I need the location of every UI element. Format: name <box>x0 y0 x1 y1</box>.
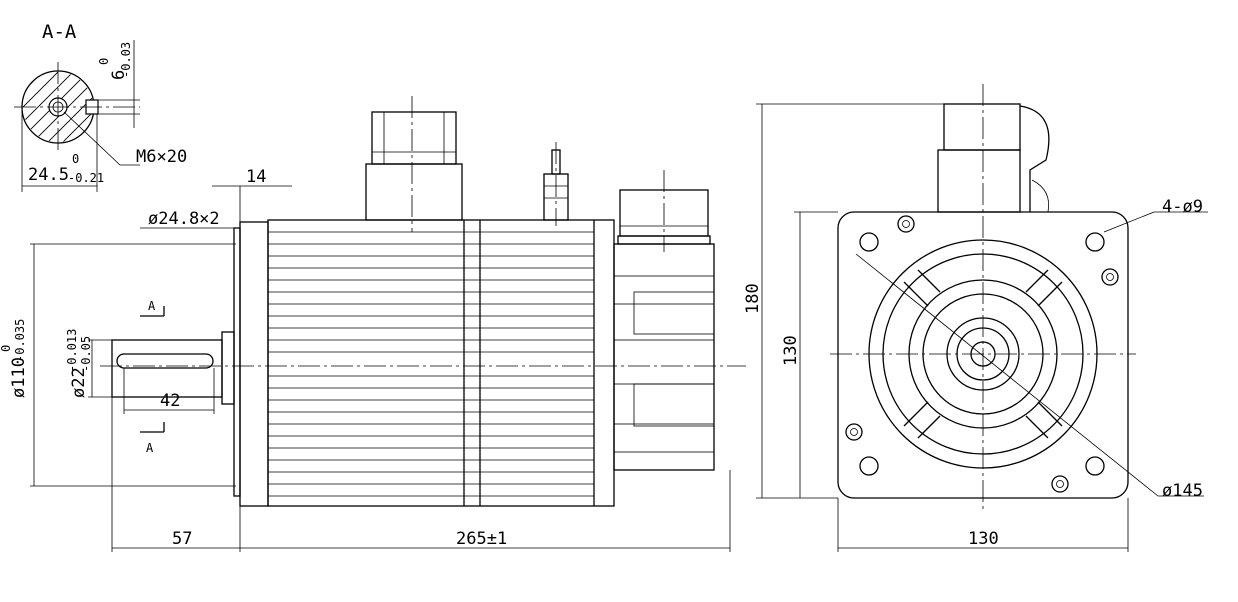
bolt-circle-dim: ø145 <box>1162 481 1203 501</box>
section-mark-bottom: A <box>146 441 154 455</box>
pilot-tol-up: 0 <box>0 345 13 352</box>
body-length-dim: 265±1 <box>456 529 507 549</box>
section-view-a-a: A-A 6 0 -0.03 M6×20 24.5 <box>14 21 187 192</box>
key-depth-tol-low: -0.03 <box>119 42 133 78</box>
front-view: 180 130 130 4-ø9 ø145 <box>743 84 1208 552</box>
holes-dim: 4-ø9 <box>1162 197 1203 217</box>
flange <box>239 221 269 507</box>
motor-body <box>267 219 615 507</box>
spigot <box>233 227 241 497</box>
cooling-fins <box>268 231 594 497</box>
shaft-tol-up: -0.013 <box>65 329 79 372</box>
shaft-dia-dim: ø22 <box>69 367 89 398</box>
key <box>116 353 214 369</box>
thread-label: M6×20 <box>136 147 187 167</box>
shaft-length-dim: 57 <box>172 529 192 549</box>
side-view: 14 ø24.8×2 ø110 0 -0.035 ø22 -0.013 -0.0… <box>0 96 746 552</box>
key-height-tol-low: -0.21 <box>68 171 104 185</box>
key-length-dim: 42 <box>160 391 180 411</box>
square-height-dim: 130 <box>781 335 801 366</box>
connector-top <box>943 103 1021 151</box>
total-height-dim: 180 <box>743 283 763 314</box>
rear-cover <box>613 243 715 471</box>
key-depth-dim: 6 <box>109 70 129 80</box>
shaft-tol-low: -0.05 <box>79 336 93 372</box>
flange-thickness-dim: 14 <box>246 167 266 187</box>
key-height-dim: 24.5 <box>28 165 69 185</box>
section-mark-top: A <box>148 299 156 313</box>
square-width-dim: 130 <box>968 529 999 549</box>
power-connector <box>371 111 457 165</box>
pilot-tol-low: -0.035 <box>13 319 27 362</box>
pilot-dia-dim: ø110 <box>9 357 29 398</box>
spigot-dia-dim: ø24.8×2 <box>148 209 220 229</box>
mounting-holes <box>845 215 1119 493</box>
key-depth-tol-up: 0 <box>97 58 111 65</box>
key-height-tol-up: 0 <box>72 152 79 166</box>
cable-bend <box>1019 105 1050 212</box>
section-title: A-A <box>42 21 77 43</box>
